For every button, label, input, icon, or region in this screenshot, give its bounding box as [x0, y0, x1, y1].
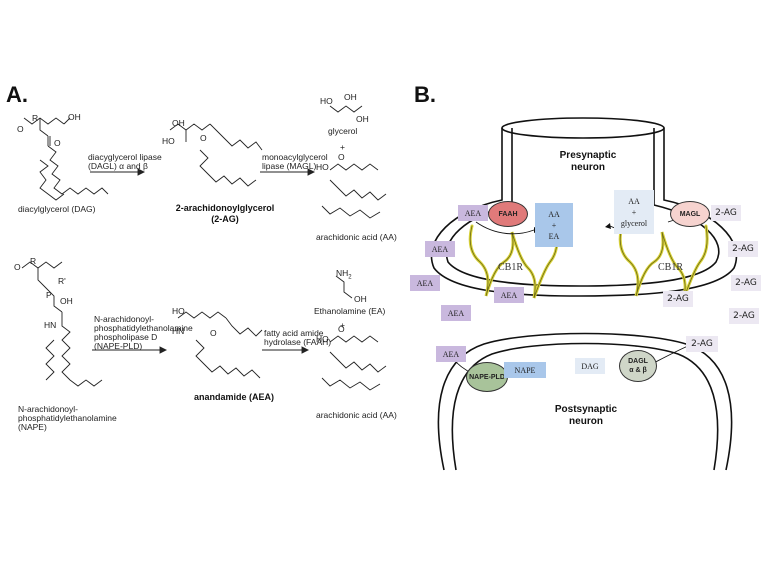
dag-box: DAG: [575, 358, 605, 374]
two-ag-box-presynaptic: 2-AG: [711, 205, 741, 221]
glycerol-atom-ho: HO: [320, 96, 333, 106]
two-ag-chain: [209, 123, 263, 151]
ethanolamine-atom-oh: OH: [354, 294, 367, 304]
two-ag-box-receptor: 2-AG: [663, 291, 693, 307]
aa-ea-products: AA+EA: [535, 203, 573, 247]
nape-pld-enzyme-line3: phospholipase D: [94, 332, 158, 342]
nape-atom-oh: OH: [60, 296, 73, 306]
two-ag-atom-oh: OH: [172, 118, 185, 128]
nape-atom-r: R: [30, 256, 37, 266]
two-ag-box-postsynaptic: 2-AG: [686, 336, 718, 352]
glycerol-name: glycerol: [328, 126, 358, 136]
ethanolamine-atom-nh2: NH2: [336, 268, 352, 281]
arrow-aea-to-aa-ea: [475, 221, 535, 235]
aea-box-cleft-3: AEA: [441, 305, 471, 321]
glycerol-atom-oh1: OH: [344, 92, 357, 102]
ethanolamine-name: Ethanolamine (EA): [314, 306, 386, 316]
aa1-atom-o: O: [338, 152, 345, 162]
nape-pld-enzyme-line1: N-arachidonoyl-: [94, 314, 154, 324]
two-ag-backbone: [169, 123, 211, 131]
plus-sign-1: +: [340, 142, 345, 152]
aea-box-cleft-1: AEA: [425, 241, 455, 257]
anandamide-name: anandamide (AEA): [194, 392, 275, 402]
nape-head: [21, 261, 63, 269]
aea-box-cleft-2: AEA: [410, 275, 440, 291]
nape-name-line3: (NAPE): [18, 422, 47, 432]
aa2-chain: [329, 335, 379, 343]
aea-atom-hn: HN: [172, 326, 185, 336]
magl-enzyme: MAGL: [670, 201, 710, 227]
aa2-atom-ho: HO: [316, 334, 329, 344]
glycerol-atom-oh2: OH: [356, 114, 369, 124]
two-ag-box-cleft-2: 2-AG: [731, 275, 761, 291]
presynaptic-membrane-inner: [445, 128, 720, 287]
aea-atom-ho: HO: [172, 306, 185, 316]
faah-enzyme-line2: hydrolase (FAAH): [264, 337, 332, 347]
glycerol-structure: [329, 105, 363, 113]
postsynaptic-membrane-inner: [451, 342, 719, 471]
aa2-atom-o: O: [338, 324, 345, 334]
dagl-enzyme-line2: (DAGL) α and β: [88, 161, 148, 171]
dagl-enzyme-line1: diacyglycerol lipase: [88, 152, 162, 162]
magl-enzyme-line1: monoacylglycerol: [262, 152, 328, 162]
nape-box: NAPE: [504, 362, 546, 378]
nape-chain: [61, 312, 103, 387]
panel-a-structures: [21, 105, 387, 391]
two-ag-atom-o: O: [200, 133, 207, 143]
aa-glycerol-products: AA+glycerol: [614, 190, 654, 234]
two-ag-atom-ho: HO: [162, 136, 175, 146]
two-ag-name-line1: 2-arachidonoylglycerol: [175, 203, 275, 213]
nape-atom-r-prime: R': [58, 276, 66, 286]
dag-atom-o1: O: [17, 124, 24, 134]
aea-chain: [225, 317, 263, 337]
postsynaptic-membrane-outer: [437, 332, 733, 471]
aea-box-postsynaptic: AEA: [436, 346, 466, 362]
nape-name-line2: phosphatidylethanolamine: [18, 413, 117, 423]
aa1-atom-ho: HO: [316, 162, 329, 172]
panel-a-label: A.: [6, 82, 28, 107]
faah-enzyme-line1: fatty acid amide: [264, 328, 324, 338]
dag-name: diacylglycerol (DAG): [18, 204, 96, 214]
cb1r-left-label: CB1R: [498, 262, 524, 273]
two-ag-name-line2: (2-AG): [211, 214, 239, 224]
faah-enzyme: FAAH: [488, 201, 528, 227]
dag-atom-o2: O: [54, 138, 61, 148]
aea-box-receptor: AEA: [494, 287, 524, 303]
nape-atom-p: P: [46, 290, 52, 300]
aa1-chain: [329, 163, 379, 171]
aea-head: [177, 311, 227, 319]
aea-box-presynaptic: AEA: [458, 205, 488, 221]
dag-atom-r: R: [32, 113, 39, 123]
ethanolamine-structure: [335, 275, 353, 299]
nape-pld-enzyme-line2: phosphatidylethanolamine: [94, 323, 193, 333]
nape-pld-enzyme: NAPE-PLD: [466, 362, 508, 392]
nape-atom-o: O: [14, 262, 21, 272]
aa2-name: arachidonic acid (AA): [316, 410, 397, 420]
nape-pld-enzyme-line4: (NAPE-PLD): [94, 341, 143, 351]
dag-glycerol-backbone: [23, 117, 65, 125]
cb1r-right-label: CB1R: [658, 262, 684, 273]
two-ag-box-cleft-3: 2-AG: [729, 308, 759, 324]
magl-enzyme-line2: lipase (MAGL): [262, 161, 317, 171]
two-ag-box-cleft-1: 2-AG: [728, 241, 758, 257]
aa1-name: arachidonic acid (AA): [316, 232, 397, 242]
dag-chain: [47, 145, 109, 195]
plus-sign-2: +: [340, 320, 345, 330]
synapse-diagram: [430, 117, 738, 471]
dag-atom-oh: OH: [68, 112, 81, 122]
presynaptic-membrane-outer: [430, 128, 738, 297]
presynaptic-top-rim: [501, 117, 665, 139]
nape-atom-hn: HN: [44, 320, 57, 330]
nape-name-line1: N-arachidonoyl-: [18, 404, 78, 414]
panel-b-label: B.: [414, 82, 436, 107]
aea-atom-o: O: [210, 328, 217, 338]
